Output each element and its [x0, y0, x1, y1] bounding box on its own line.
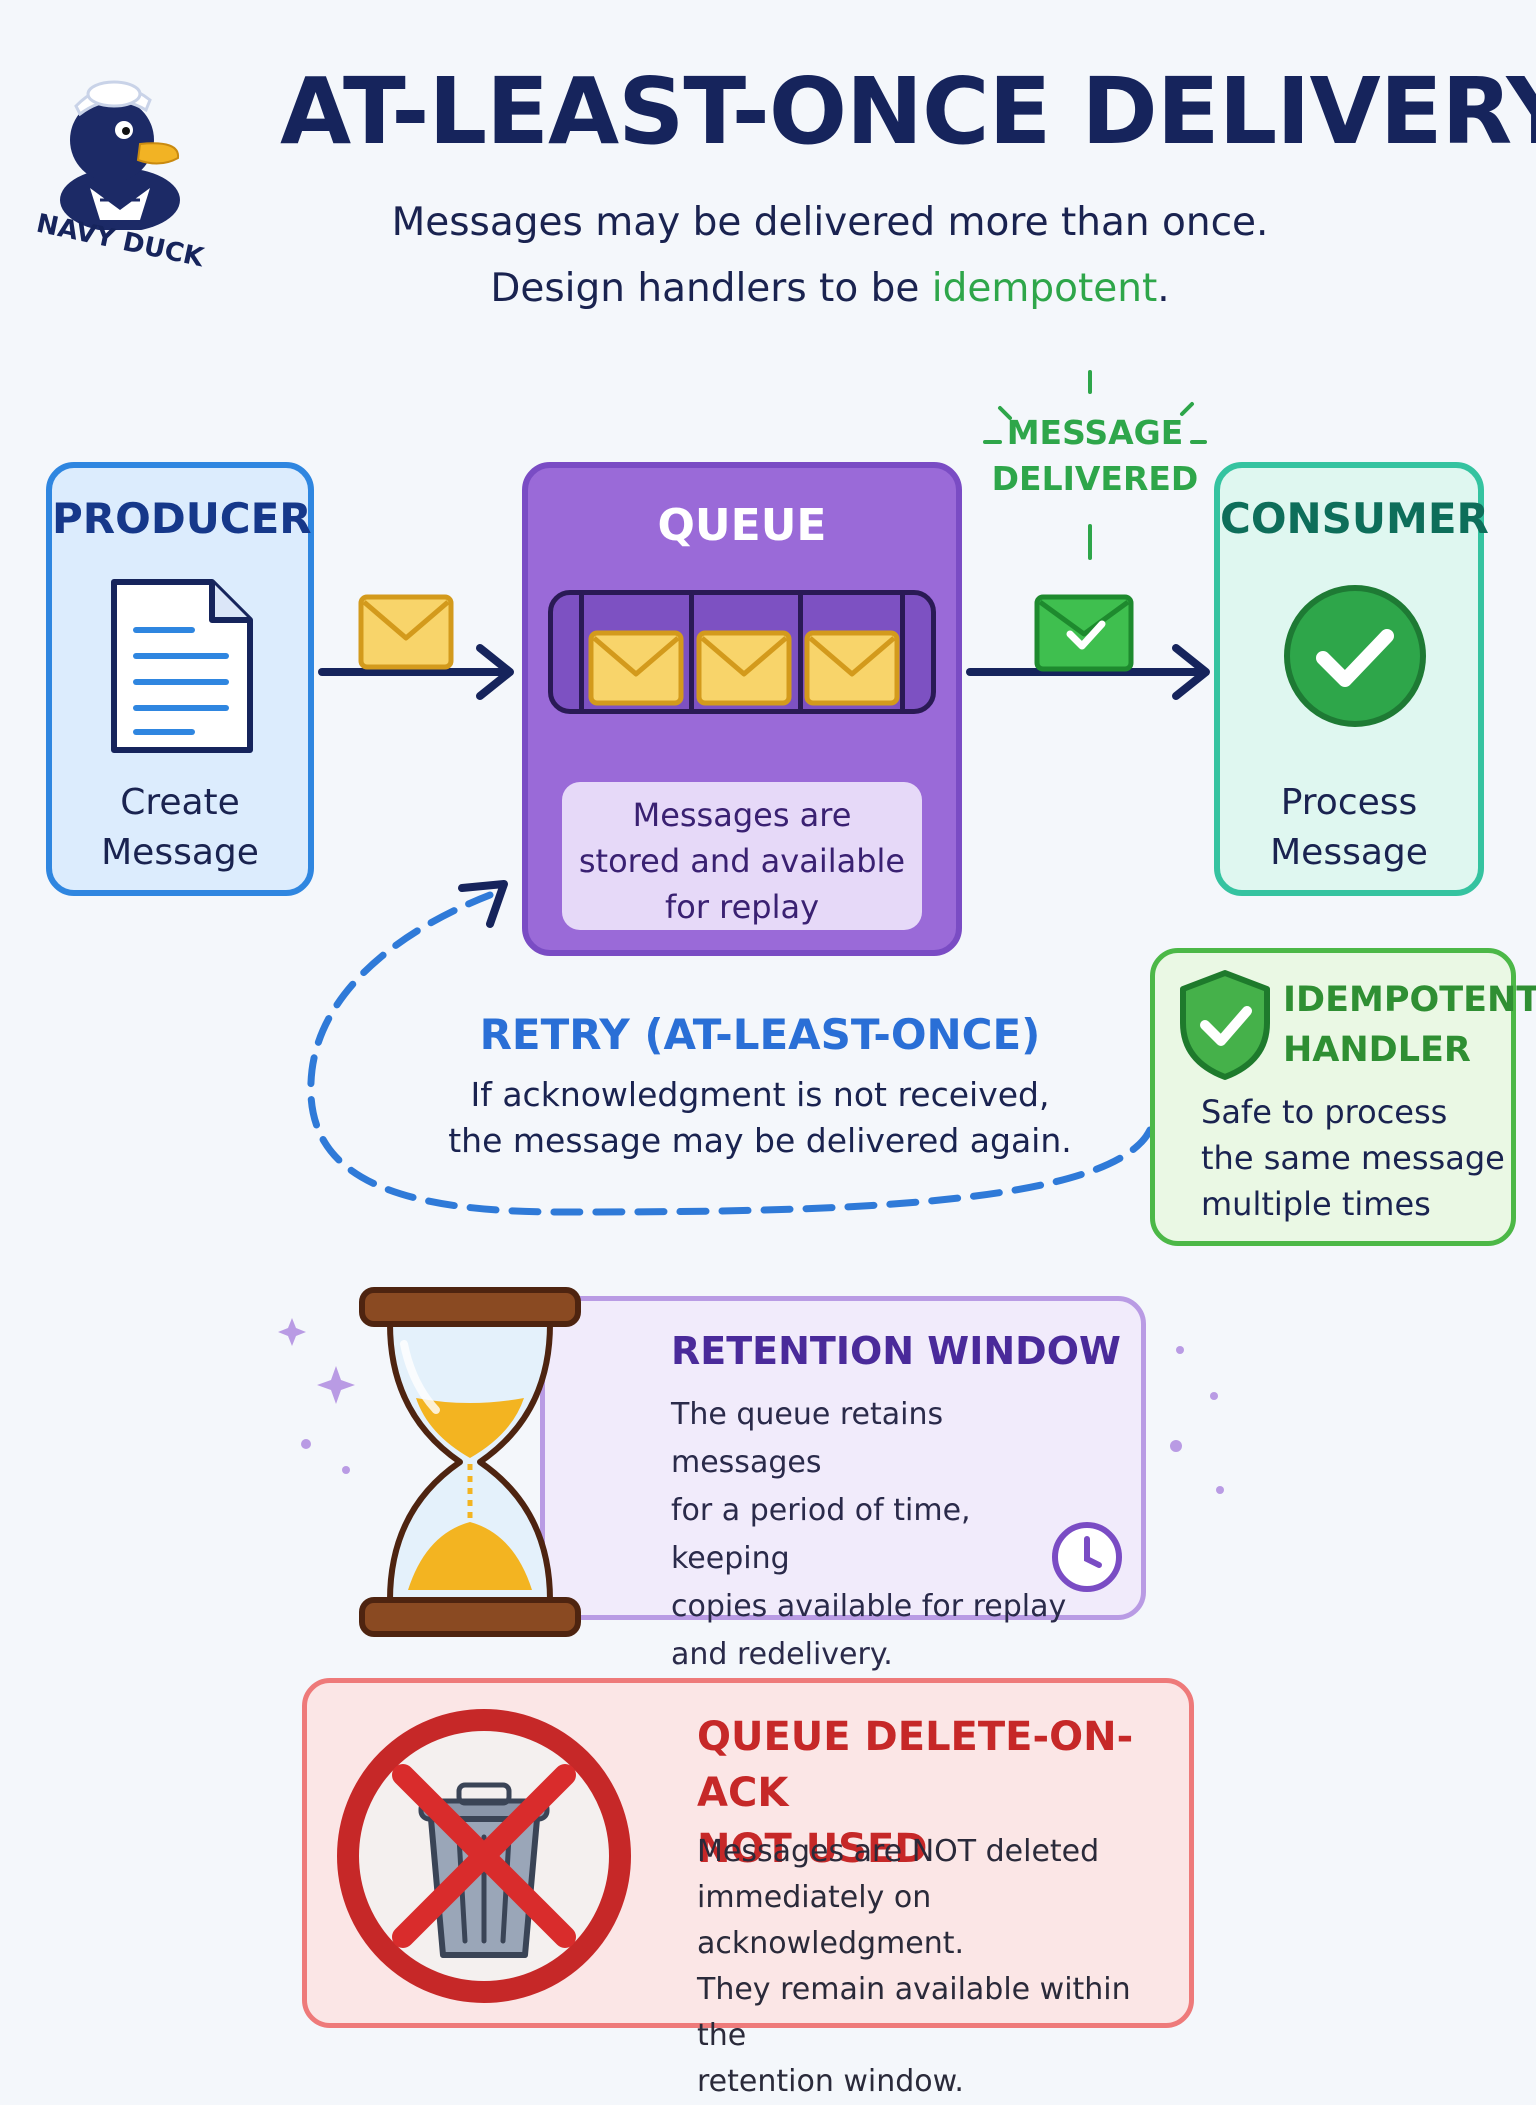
- flow-connectors: [278, 370, 1442, 1494]
- producer-title: PRODUCER: [52, 494, 312, 543]
- envelope-icon: [588, 630, 684, 706]
- envelope-icon: [804, 630, 900, 706]
- delete-body-line-1: Messages are NOT deleted: [697, 1834, 1100, 1869]
- envelope-icon: [358, 594, 454, 670]
- idempotent-body-line-3: multiple times: [1201, 1185, 1431, 1223]
- retry-loop: [307, 891, 1154, 1216]
- queue-note-text: Messages are stored and available for re…: [562, 792, 922, 930]
- delivered-label: MESSAGE DELIVERED: [990, 410, 1200, 502]
- crossed-trash-icon: [337, 1709, 631, 2003]
- consumer-caption: Process Message: [1220, 778, 1478, 878]
- subtitle-line-2-suffix: .: [1157, 266, 1170, 311]
- retention-body-line-1: The queue retains messages: [671, 1397, 944, 1480]
- sailor-duck-icon: [60, 80, 180, 232]
- idempotent-body-line-2: the same message: [1201, 1139, 1505, 1177]
- retention-body-line-3: copies available for replay: [671, 1589, 1067, 1624]
- queue-note: Messages are stored and available for re…: [562, 782, 922, 930]
- delete-body-line-4: retention window.: [697, 2064, 964, 2099]
- document-icon: [111, 579, 253, 753]
- consumer-title: CONSUMER: [1220, 494, 1489, 543]
- delete-title-line-1: QUEUE DELETE-ON-ACK: [697, 1714, 1134, 1816]
- retry-body: If acknowledgment is not received, the m…: [420, 1072, 1100, 1164]
- envelope-icon: [696, 630, 792, 706]
- page-title: AT-LEAST-ONCE DELIVERY: [280, 58, 1536, 165]
- retention-title: RETENTION WINDOW: [671, 1329, 1121, 1373]
- delete-on-ack-body: Messages are NOT deleted immediately on …: [697, 1829, 1177, 2105]
- check-circle-icon: [1284, 585, 1426, 727]
- consumer-card: CONSUMER Process Message: [1214, 462, 1489, 896]
- delivered-label-line-1: MESSAGE: [1006, 413, 1184, 452]
- producer-caption: Create Message: [52, 778, 308, 878]
- delivered-burst: [983, 370, 1207, 560]
- checked-envelope-icon: [1034, 594, 1134, 672]
- delete-on-ack-title: QUEUE DELETE-ON-ACK NOT USED: [697, 1709, 1177, 1877]
- delete-on-ack-card: QUEUE DELETE-ON-ACK NOT USED Messages ar…: [302, 1678, 1194, 2099]
- consumer-caption-line-1: Process: [1280, 782, 1418, 823]
- queue-note-line-3: for replay: [664, 888, 820, 926]
- subtitle-line-2-prefix: Design handlers to be: [490, 266, 932, 311]
- producer-card: PRODUCER Create Message: [46, 462, 314, 896]
- retry-body-line-2: the message may be delivered again.: [448, 1121, 1072, 1160]
- delete-title-line-2: NOT USED: [697, 1826, 928, 1872]
- idempotent-body: Safe to process the same message multipl…: [1201, 1089, 1511, 1227]
- idempotent-title: IDEMPOTENT HANDLER: [1283, 975, 1536, 1075]
- hourglass-icon: [359, 1287, 581, 1637]
- idempotent-title-line-1: IDEMPOTENT: [1283, 980, 1536, 1020]
- queue-note-line-1: Messages are: [632, 796, 852, 834]
- retry-title: RETRY (AT-LEAST-ONCE): [479, 1010, 1041, 1059]
- subtitle: Messages may be delivered more than once…: [300, 190, 1360, 322]
- idempotent-body-line-1: Safe to process: [1201, 1093, 1448, 1131]
- queue-note-line-2: stored and available: [578, 842, 906, 880]
- subtitle-highlight: idempotent: [931, 266, 1158, 311]
- producer-caption-line-2: Message: [101, 832, 259, 873]
- retention-body-line-4: and redelivery.: [671, 1637, 893, 1672]
- retention-body: The queue retains messages for a period …: [671, 1391, 1091, 1679]
- delete-body-line-3: They remain available within the: [697, 1972, 1131, 2053]
- queue-title: QUEUE: [657, 500, 827, 551]
- logo: NAVY DUCK: [20, 50, 220, 273]
- retry-body-line-1: If acknowledgment is not received,: [470, 1075, 1050, 1114]
- idempotent-handler-card: IDEMPOTENT HANDLER Safe to process the s…: [1150, 948, 1536, 1246]
- retention-window-card: RETENTION WINDOW The queue retains messa…: [540, 1296, 1146, 1672]
- clock-icon: [1052, 1522, 1122, 1592]
- delete-body-line-2: immediately on acknowledgment.: [697, 1880, 965, 1961]
- subtitle-line-1: Messages may be delivered more than once…: [391, 200, 1269, 245]
- idempotent-title-line-2: HANDLER: [1283, 1030, 1471, 1070]
- shield-check-icon: [1180, 970, 1270, 1080]
- producer-caption-line-1: Create: [120, 782, 240, 823]
- subtitle-line-2: Design handlers to be idempotent.: [300, 256, 1360, 322]
- delivered-label-line-2: DELIVERED: [991, 459, 1199, 498]
- retention-body-line-2: for a period of time, keeping: [671, 1493, 971, 1576]
- queue-card: QUEUE Messages are stored and available …: [522, 462, 962, 956]
- consumer-caption-line-2: Message: [1270, 832, 1428, 873]
- retention-sparkles: [278, 1318, 1224, 1494]
